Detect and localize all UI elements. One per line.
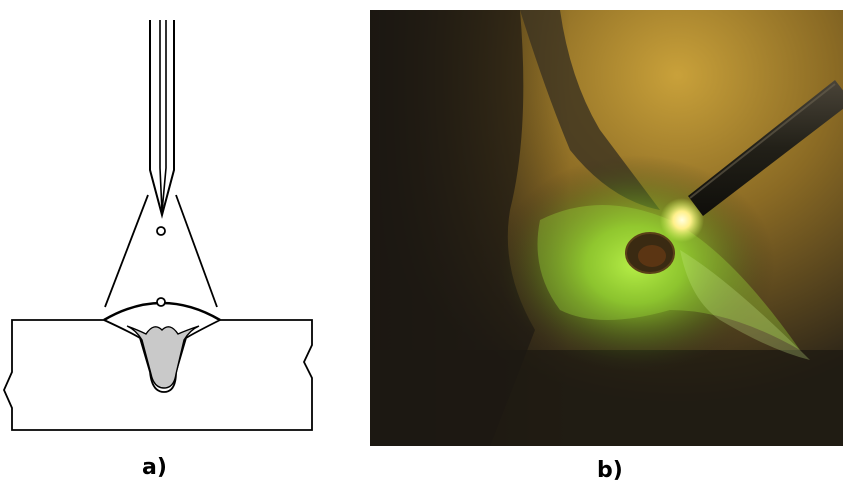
- electrode-rod: [688, 80, 843, 216]
- panel-b-label: b): [597, 458, 623, 483]
- weld-schematic-svg: [3, 20, 313, 431]
- electrode-rod-highlight: [689, 83, 836, 199]
- green-flare-streaks-2: [680, 250, 810, 360]
- panel-a-schematic: [0, 0, 330, 440]
- welding-photo-svg: [370, 10, 843, 446]
- metal-curl-top: [520, 10, 660, 210]
- panel-a-label: a): [142, 455, 167, 480]
- electrode-outer: [149, 20, 175, 219]
- bead-droplet: [156, 297, 166, 307]
- arc-line-right: [175, 194, 218, 308]
- droplet: [156, 226, 166, 236]
- panel-b-photo: [370, 10, 843, 446]
- metal-edge-left: [370, 10, 535, 446]
- weld-pool-fill: [126, 325, 200, 389]
- electrode-core: [159, 20, 167, 213]
- molten-hole-inner: [638, 245, 666, 267]
- arc-hot-spot: [660, 198, 704, 242]
- green-flare-streaks: [537, 205, 800, 350]
- arc-line-left: [104, 194, 149, 308]
